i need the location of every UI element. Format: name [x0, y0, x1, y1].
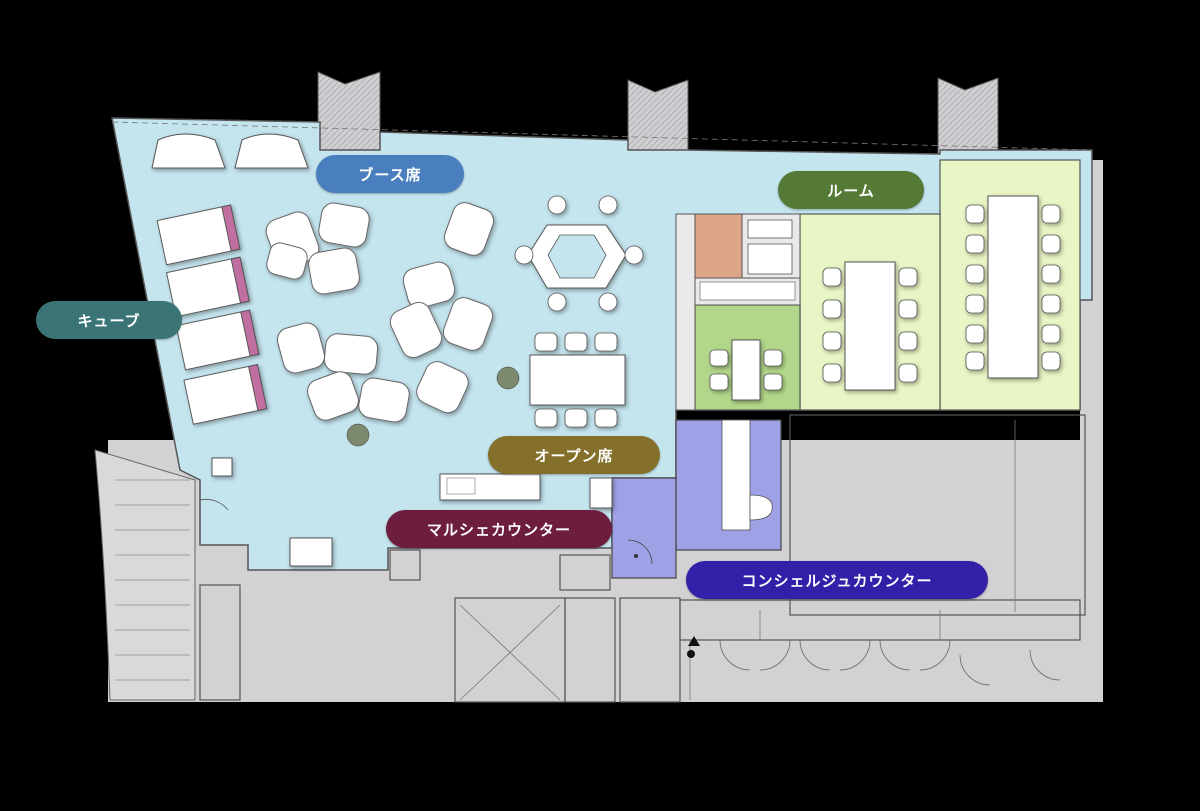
entrance-marker-icon — [688, 636, 700, 646]
label-booth-seats[interactable]: ブース席 — [316, 155, 464, 193]
label-room[interactable]: ルーム — [778, 171, 924, 209]
booth-pods — [265, 202, 495, 423]
open-seat-table — [529, 332, 626, 428]
meeting-table-2 — [965, 195, 1061, 379]
concierge-area — [611, 419, 782, 579]
meeting-table-1 — [822, 261, 918, 391]
label-cube[interactable]: キューブ — [36, 301, 182, 339]
label-marche-counter[interactable]: マルシェカウンター — [386, 510, 612, 548]
cube-booths — [156, 204, 268, 425]
columns — [317, 71, 999, 159]
small-room-table — [709, 339, 783, 401]
booth-sofas — [151, 133, 309, 169]
label-concierge-counter[interactable]: コンシェルジュカウンター — [686, 561, 988, 599]
hexagon-table — [514, 195, 644, 312]
label-open-seats[interactable]: オープン席 — [488, 436, 660, 474]
marche-counter — [211, 457, 613, 567]
